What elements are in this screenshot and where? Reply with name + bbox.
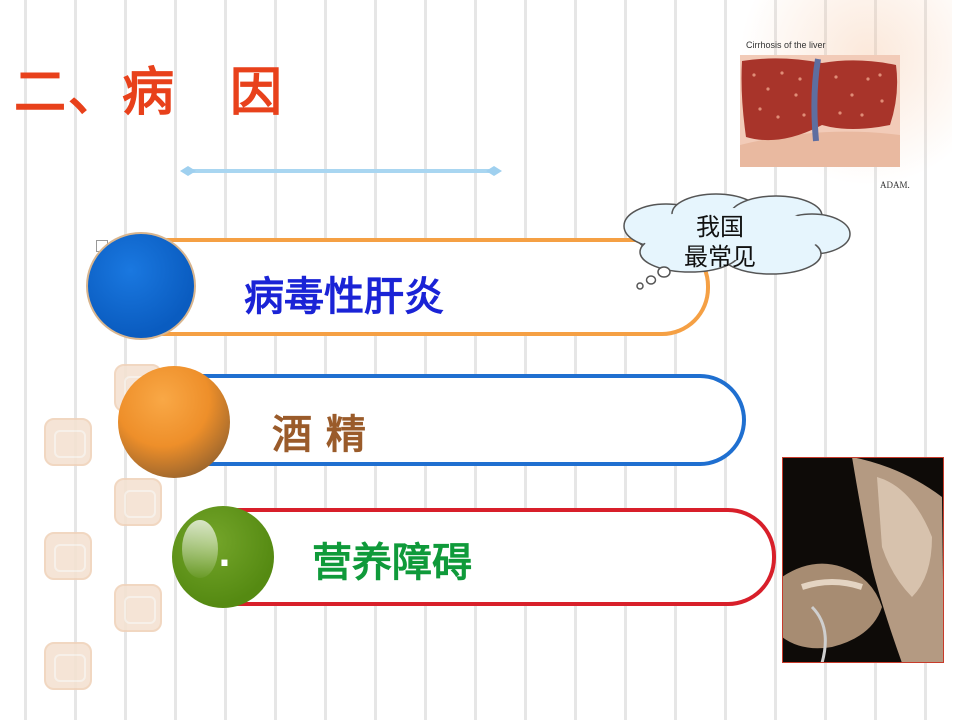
- cause-circle-1: [86, 232, 196, 340]
- callout-line-2: 最常见: [684, 243, 756, 271]
- cause-circle-2: [118, 366, 230, 478]
- slide-title: 二、病 因: [14, 63, 285, 123]
- drinking-photo: [782, 457, 944, 663]
- cause-pill-3: [210, 508, 776, 606]
- liver-illustration: [740, 55, 900, 167]
- image-credit: ADAM.: [880, 180, 910, 190]
- thought-cloud: [623, 193, 851, 290]
- callout-text: 我国 最常见: [670, 212, 770, 272]
- title-divider: [180, 166, 502, 176]
- seal-decoration: [114, 478, 162, 526]
- cause-label-2: 酒 精: [272, 412, 366, 458]
- cause-label-1: 病毒性肝炎: [244, 274, 444, 320]
- circle-mark: .: [218, 535, 231, 575]
- circle-highlight: [182, 520, 218, 578]
- seal-decoration: [44, 418, 92, 466]
- liver-caption: Cirrhosis of the liver: [746, 40, 826, 50]
- cause-pill-1: [140, 238, 710, 336]
- callout-line-1: 我国: [696, 213, 744, 241]
- seal-decoration: [44, 642, 92, 690]
- seal-decoration: [44, 532, 92, 580]
- cause-pill-2: [176, 374, 746, 466]
- seal-decoration: [114, 584, 162, 632]
- cause-label-3: 营养障碍: [312, 540, 472, 586]
